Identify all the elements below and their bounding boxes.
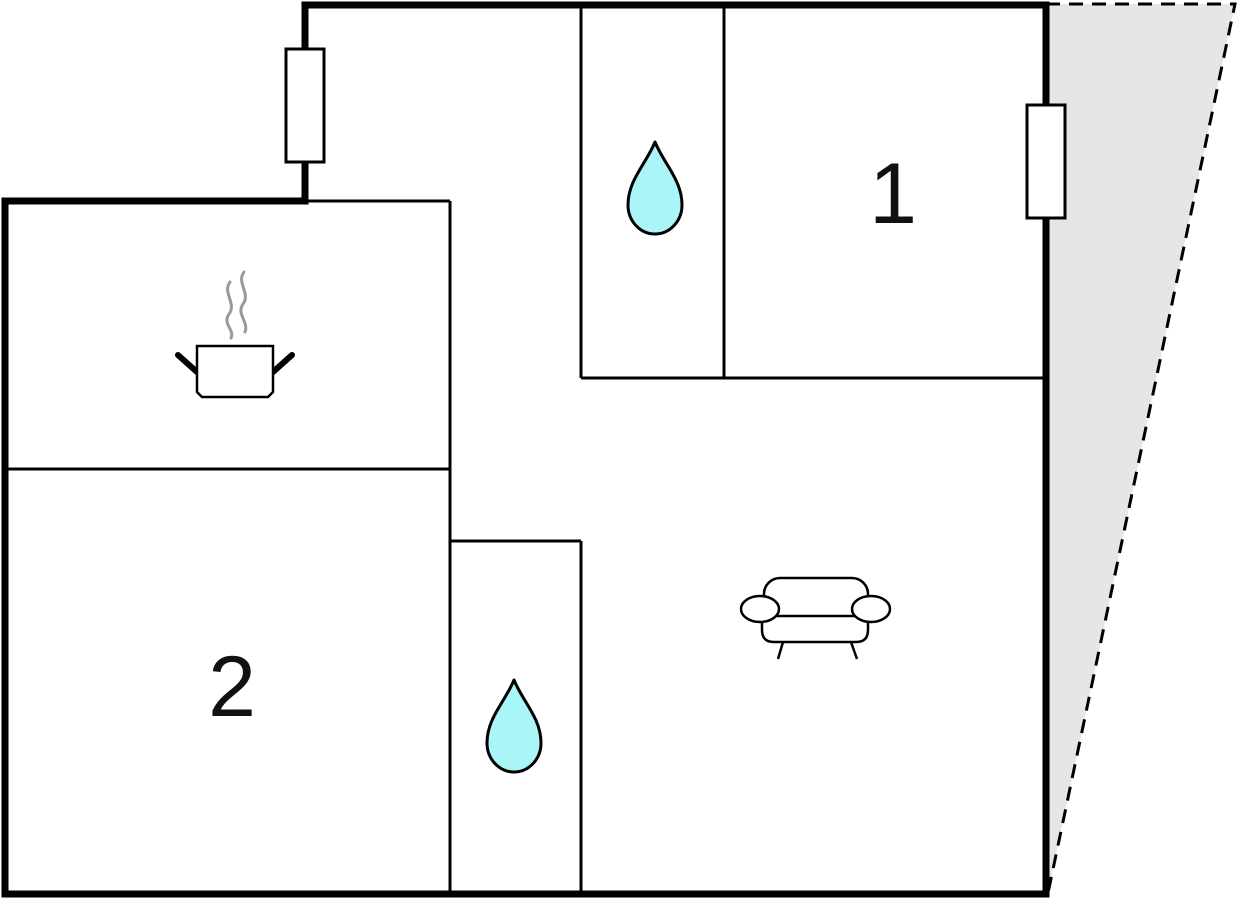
terrace-door	[1025, 103, 1067, 220]
steam-line	[225, 280, 234, 340]
cooking-pot-icon	[175, 270, 295, 399]
terrace-dashed-outline	[1046, 2, 1237, 894]
sofa-arm-left	[739, 594, 781, 624]
sofa-arm-right	[850, 594, 892, 624]
sofa-seat	[760, 614, 870, 644]
pot-handle-right	[270, 352, 295, 375]
interior-walls	[5, 5, 1046, 894]
water-drop-icon	[626, 140, 684, 236]
outer-wall	[1, 1, 1050, 898]
sofa-leg	[849, 641, 859, 660]
pot-body	[195, 344, 275, 399]
steam-line	[239, 270, 248, 334]
water-drop-icon	[485, 678, 543, 774]
room-number-2: 2	[208, 639, 256, 735]
terrace	[1046, 2, 1237, 894]
sofa-icon	[739, 576, 892, 660]
entrance-door	[284, 47, 326, 164]
sofa-leg	[776, 641, 785, 660]
room-number-1: 1	[869, 146, 917, 242]
pot-handle-left	[175, 352, 200, 375]
